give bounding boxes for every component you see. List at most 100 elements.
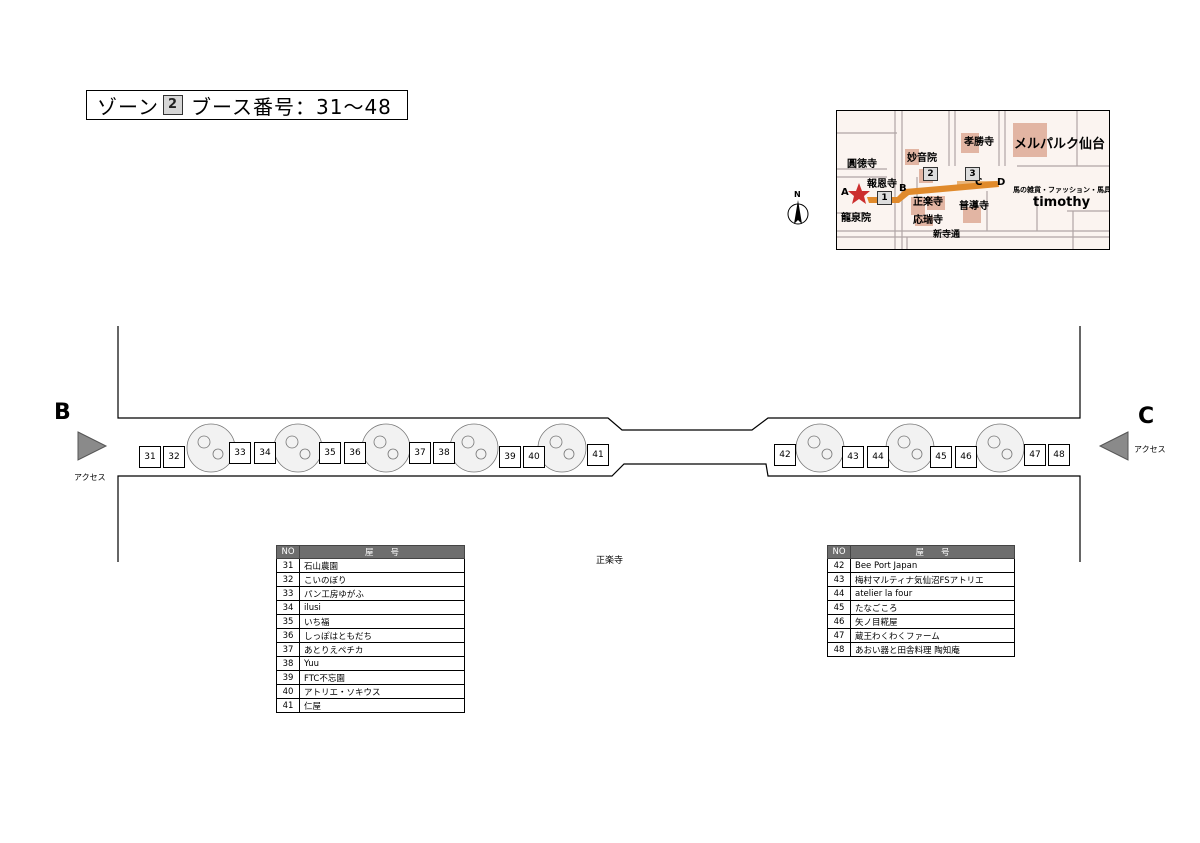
current-location-star-icon [848, 183, 870, 204]
label-melparque: メルパルク仙台 [1014, 137, 1106, 152]
booth-48[interactable]: 48 [1048, 444, 1070, 466]
row-no: 48 [827, 642, 851, 657]
entry-label-c: C [1138, 404, 1155, 429]
row-no: 46 [827, 614, 851, 629]
row-no: 36 [276, 628, 300, 643]
zone-badge-2: 2 [923, 167, 938, 181]
booth-32[interactable]: 32 [163, 446, 185, 468]
label-ryusen: 龍泉院 [841, 213, 871, 224]
row-no: 38 [276, 656, 300, 671]
row-no: 32 [276, 572, 300, 587]
row-name: 蔵王わくわくファーム [850, 628, 1015, 643]
row-name: アトリエ・ソキウス [299, 684, 465, 699]
row-no: 35 [276, 614, 300, 629]
booth-35[interactable]: 35 [319, 442, 341, 464]
booth-41[interactable]: 41 [587, 444, 609, 466]
table-header-name: 屋 号 [850, 545, 1015, 559]
zone-title-prefix: ゾーン [97, 94, 159, 119]
booth-42[interactable]: 42 [774, 444, 796, 466]
booth-46[interactable]: 46 [955, 446, 977, 468]
row-name: 梅村マルティナ気仙沼FSアトリエ [850, 572, 1015, 587]
access-label-left: アクセス [74, 473, 106, 482]
tree-icon [186, 423, 236, 473]
row-name: あとりえペチカ [299, 642, 465, 657]
row-no: 47 [827, 628, 851, 643]
entry-arrow-right-icon [1098, 431, 1129, 461]
booth-38[interactable]: 38 [433, 442, 455, 464]
label-ozui: 応瑞寺 [913, 215, 943, 226]
booth-37[interactable]: 37 [409, 442, 431, 464]
point-c: C [975, 177, 983, 188]
label-timothy: timothy [1033, 195, 1091, 210]
tree-icon [795, 423, 845, 473]
booth-45[interactable]: 45 [930, 446, 952, 468]
zone-badge-3: 3 [965, 167, 980, 181]
label-shinteradori: 新寺通 [933, 230, 961, 240]
booth-44[interactable]: 44 [867, 446, 889, 468]
label-kosho: 孝勝寺 [964, 137, 994, 148]
row-no: 44 [827, 586, 851, 601]
tree-icon [885, 423, 935, 473]
north-label: N [794, 190, 801, 199]
zone-title: ゾーン 2 ブース番号：31〜48 [86, 90, 408, 120]
row-no: 40 [276, 684, 300, 699]
entry-arrow-left-icon [77, 431, 108, 461]
tree-icon [975, 423, 1025, 473]
label-myoon: 妙音院 [907, 153, 937, 164]
booth-39[interactable]: 39 [499, 446, 521, 468]
booth-31[interactable]: 31 [139, 446, 161, 468]
row-no: 39 [276, 670, 300, 685]
zone-title-suffix: ブース番号：31〜48 [191, 94, 392, 119]
temple-label-shorakuji: 正楽寺 [596, 556, 624, 566]
label-shorakuji: 正楽寺 [913, 197, 943, 208]
row-name: 石山農園 [299, 558, 465, 573]
tree-icon [537, 423, 587, 473]
booth-40[interactable]: 40 [523, 446, 545, 468]
table-header-name: 屋 号 [299, 545, 465, 559]
label-fudo: 普導寺 [959, 201, 989, 212]
zone-badge-1: 1 [877, 191, 892, 205]
tree-icon [361, 423, 411, 473]
label-shop-desc: 馬の雑貨・ファッション・馬具 [1013, 186, 1110, 194]
booth-33[interactable]: 33 [229, 442, 251, 464]
north-compass-icon: N [786, 190, 810, 234]
row-name: こいのぼり [299, 572, 465, 587]
booth-47[interactable]: 47 [1024, 444, 1046, 466]
booth-36[interactable]: 36 [344, 442, 366, 464]
row-name: パン工房ゆがふ [299, 586, 465, 601]
booth-43[interactable]: 43 [842, 446, 864, 468]
row-no: 31 [276, 558, 300, 573]
row-no: 45 [827, 600, 851, 615]
row-name: atelier la four [850, 586, 1015, 601]
booth-34[interactable]: 34 [254, 442, 276, 464]
zone-number-badge: 2 [163, 95, 183, 115]
row-no: 33 [276, 586, 300, 601]
tree-icon [273, 423, 323, 473]
entry-label-b: B [54, 400, 71, 425]
row-name: ilusi [299, 600, 465, 615]
access-label-right: アクセス [1134, 445, 1166, 454]
street-trees [186, 423, 1025, 473]
tree-icon [449, 423, 499, 473]
location-minimap: 孝勝寺 メルパルク仙台 妙音院 圓徳寺 報恩寺 正楽寺 普導寺 龍泉院 応瑞寺 … [836, 110, 1110, 250]
label-hoon: 報恩寺 [867, 179, 897, 190]
